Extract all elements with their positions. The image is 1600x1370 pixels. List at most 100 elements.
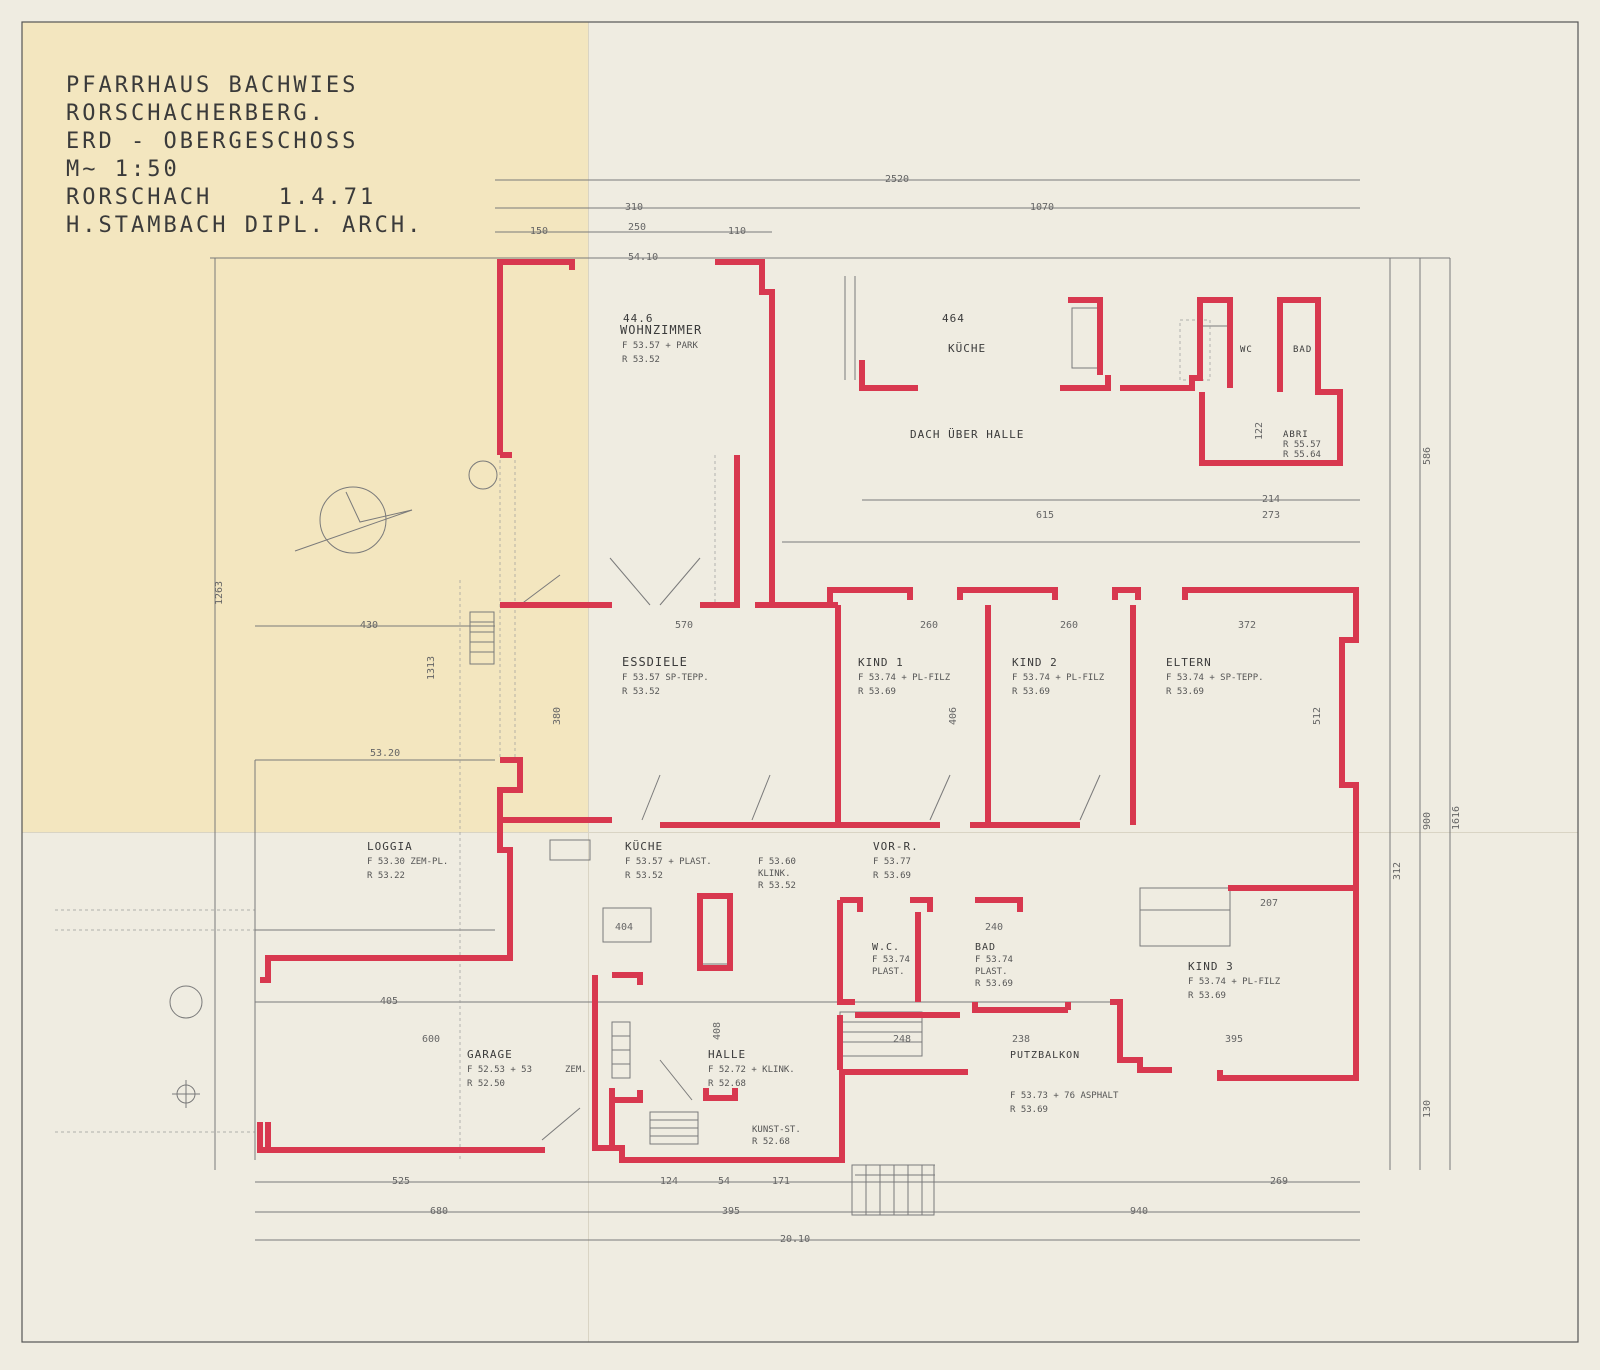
kueche-label: KÜCHE: [625, 840, 663, 853]
halle-floor: F 52.72 + KLINK.: [708, 1065, 795, 1075]
putzbalkon-ceiling: R 53.69: [1010, 1105, 1048, 1115]
vor-r-ceiling: R 53.69: [873, 871, 911, 881]
dim-408: 408: [712, 1022, 723, 1040]
kueche-upper-area: 464: [942, 312, 965, 325]
abri-line1: R 55.57: [1283, 440, 1321, 450]
kind1-label: KIND 1: [858, 656, 904, 669]
eltern-ceiling: R 53.69: [1166, 687, 1204, 697]
kueche-upper-label: KÜCHE: [948, 342, 986, 355]
paper-fold-vertical: [588, 22, 589, 1342]
wc-floor: F 53.74: [872, 955, 910, 965]
dim-269: 269: [1270, 1176, 1288, 1187]
dim-430: 430: [360, 620, 378, 631]
klink-material: KLINK.: [758, 869, 791, 879]
eltern-floor: F 53.74 + SP-TEPP.: [1166, 673, 1264, 683]
dim-171: 171: [772, 1176, 790, 1187]
sheet-border: [21, 21, 1579, 1343]
kind2-ceiling: R 53.69: [1012, 687, 1050, 697]
dim-525: 525: [392, 1176, 410, 1187]
door-swings: [519, 557, 1101, 1141]
paper-tint-panel: [22, 22, 588, 832]
dim-1313: 1313: [426, 656, 437, 680]
garage-ceiling: R 52.50: [467, 1079, 505, 1089]
putzbalkon-floor: F 53.73 + 76 ASPHALT: [1010, 1091, 1119, 1101]
essdiele-floor: F 53.57 SP-TEPP.: [622, 673, 709, 683]
dim-1263: 1263: [214, 581, 225, 605]
essdiele-ceiling: R 53.52: [622, 687, 660, 697]
kunst-ceiling: R 52.68: [752, 1137, 790, 1147]
wall-wohnzimmer-left: [500, 452, 612, 608]
kind2-label: KIND 2: [1012, 656, 1058, 669]
dim-404: 404: [615, 922, 633, 933]
dim-512: 512: [1312, 707, 1323, 725]
bad-floor: F 53.74: [975, 955, 1013, 965]
dimension-labels: 2520 310 1070 150 250 110 54.10 1263 131…: [214, 174, 1462, 1245]
kind3-floor: F 53.74 + PL-FILZ: [1188, 977, 1281, 987]
kueche-floor: F 53.57 + PLAST.: [625, 857, 712, 867]
dim-2010: 20.10: [780, 1234, 810, 1245]
dim-53-20: 53.20: [370, 748, 400, 759]
dim-312: 312: [1392, 862, 1403, 880]
kind1-ceiling: R 53.69: [858, 687, 896, 697]
dim-615: 615: [1036, 510, 1054, 521]
north-arrow-icon: [294, 486, 413, 554]
dach-label: DACH ÜBER HALLE: [910, 428, 1024, 441]
dim-1070: 1070: [1030, 202, 1054, 213]
title-date: 1.4.71: [278, 185, 377, 210]
dim-680: 680: [430, 1206, 448, 1217]
dim-372: 372: [1238, 620, 1256, 631]
dim-wz-54-10: 54.10: [628, 252, 658, 263]
wall-wc-bad: [837, 897, 1071, 1013]
wohnzimmer-floor: F 53.57 + PARK: [622, 341, 698, 351]
dim-260b: 260: [1060, 620, 1078, 631]
halle-ceiling: R 52.68: [708, 1079, 746, 1089]
dim-273: 273: [1262, 510, 1280, 521]
eltern-label: ELTERN: [1166, 656, 1212, 669]
dim-570: 570: [675, 620, 693, 631]
dim-940: 940: [1130, 1206, 1148, 1217]
halle-label: HALLE: [708, 1048, 746, 1061]
dim-600: 600: [422, 1034, 440, 1045]
title-line-1: PFARRHAUS BACHWIES: [66, 73, 359, 98]
wall-kind-dividers: [835, 605, 1136, 825]
wc-upper-label: WC: [1240, 345, 1253, 355]
essdiele-label: ESSDIELE: [622, 655, 688, 669]
dim-406: 406: [948, 707, 959, 725]
kunst-label: KUNST-ST.: [752, 1125, 801, 1135]
bad-ceiling: R 53.69: [975, 979, 1013, 989]
loggia-floor: F 53.30 ZEM-PL.: [367, 857, 448, 867]
dim-405: 405: [380, 996, 398, 1007]
dim-250: 250: [628, 222, 646, 233]
dim-380: 380: [552, 707, 563, 725]
abri-line2: R 55.64: [1283, 450, 1321, 460]
dim-124: 124: [660, 1176, 678, 1187]
dim-207: 207: [1260, 898, 1278, 909]
dim-122: 122: [1254, 422, 1265, 440]
dim-214: 214: [1262, 494, 1280, 505]
crosshair-marker: [172, 1080, 200, 1108]
wall-garage: [265, 975, 968, 1163]
paper-fold-horizontal: [22, 832, 1578, 833]
title-place-date: RORSCHACH 1.4.71: [66, 184, 423, 212]
wall-loggia-left: [257, 820, 545, 1153]
wall-halle: [612, 972, 738, 1103]
dim-130: 130: [1422, 1100, 1433, 1118]
dim-248: 248: [893, 1034, 911, 1045]
garage-floor: F 52.53 + 53: [467, 1065, 532, 1075]
column-marker: [468, 460, 498, 490]
garage-label: GARAGE: [467, 1048, 513, 1061]
dim-110: 110: [728, 226, 746, 237]
dim-900: 900: [1422, 812, 1433, 830]
dim-310: 310: [625, 202, 643, 213]
walls: [257, 259, 1359, 1163]
wall-lower-hall: [837, 1012, 960, 1070]
dim-240: 240: [985, 922, 1003, 933]
dim-395-bottom: 395: [722, 1206, 740, 1217]
wall-wohnzimmer: [497, 259, 838, 608]
garage-material: ZEM.: [565, 1065, 587, 1075]
wall-kueche-upper: [859, 297, 1343, 466]
wall-kueche-box: [697, 893, 733, 971]
abri-label: ABRI: [1283, 430, 1309, 440]
title-line-3: ERD - OBERGESCHOSS: [66, 129, 359, 154]
